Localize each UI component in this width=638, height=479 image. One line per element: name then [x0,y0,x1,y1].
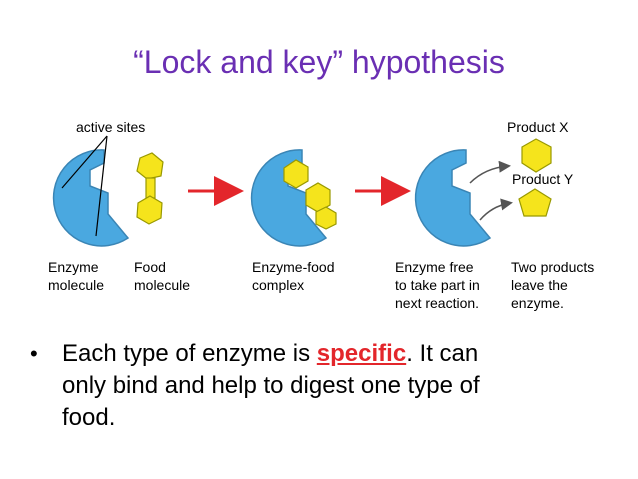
label-line: molecule [134,277,191,293]
label-line: Enzyme [48,259,99,275]
active-site-pointer-line [61,135,108,189]
product-y-shape [518,188,552,217]
label-food-molecule: Food molecule [134,258,190,294]
active-site-pointer-line [95,135,108,237]
bullet-text-segment: Each type of enzyme is [62,340,317,367]
label-line: molecule [48,277,105,293]
bullet-text: Each type of enzyme is specific. It can … [62,338,622,434]
product-leave-arrow [469,160,511,184]
product-x-shape [521,138,552,173]
enzyme-complex-enzyme-shape [250,149,328,247]
label-enzyme-molecule: Enzyme molecule [48,258,104,294]
enzyme-complex-food-shape [283,159,337,230]
slide-title: “Lock and key” hypothesis [133,44,505,80]
label-enzyme-free: Enzyme free to take part in next reactio… [395,258,480,312]
label-line: Food [134,259,166,275]
label-enzyme-food-complex: Enzyme-food complex [252,258,334,294]
label-two-products: Two products leave the enzyme. [511,258,594,312]
enzyme-molecule-shape [52,149,130,247]
bullet-line-3: food. [62,404,116,431]
food-molecule-shape [136,152,164,225]
label-line: leave the [511,277,568,293]
enzyme-free-shape [414,149,492,247]
label-product-y: Product Y [512,171,574,187]
bullet-line-1: Each type of enzyme is specific. It can [62,338,622,370]
label-line: Enzyme free [395,259,474,275]
bullet-symbol: • [30,341,38,366]
label-line: next reaction. [395,295,480,311]
bullet-text-segment: . It can [406,340,479,367]
label-active-sites: active sites [76,119,146,135]
bullet-line-2: only bind and help to digest one type of [62,372,480,399]
label-line: complex [252,277,305,293]
label-line: Two products [511,259,595,275]
label-line: to take part in [395,277,480,293]
product-leave-arrow [479,198,513,221]
label-product-x: Product X [507,119,569,135]
specific-highlight: specific [316,340,407,367]
label-line: Enzyme-food [252,259,335,275]
label-line: enzyme. [511,295,564,311]
